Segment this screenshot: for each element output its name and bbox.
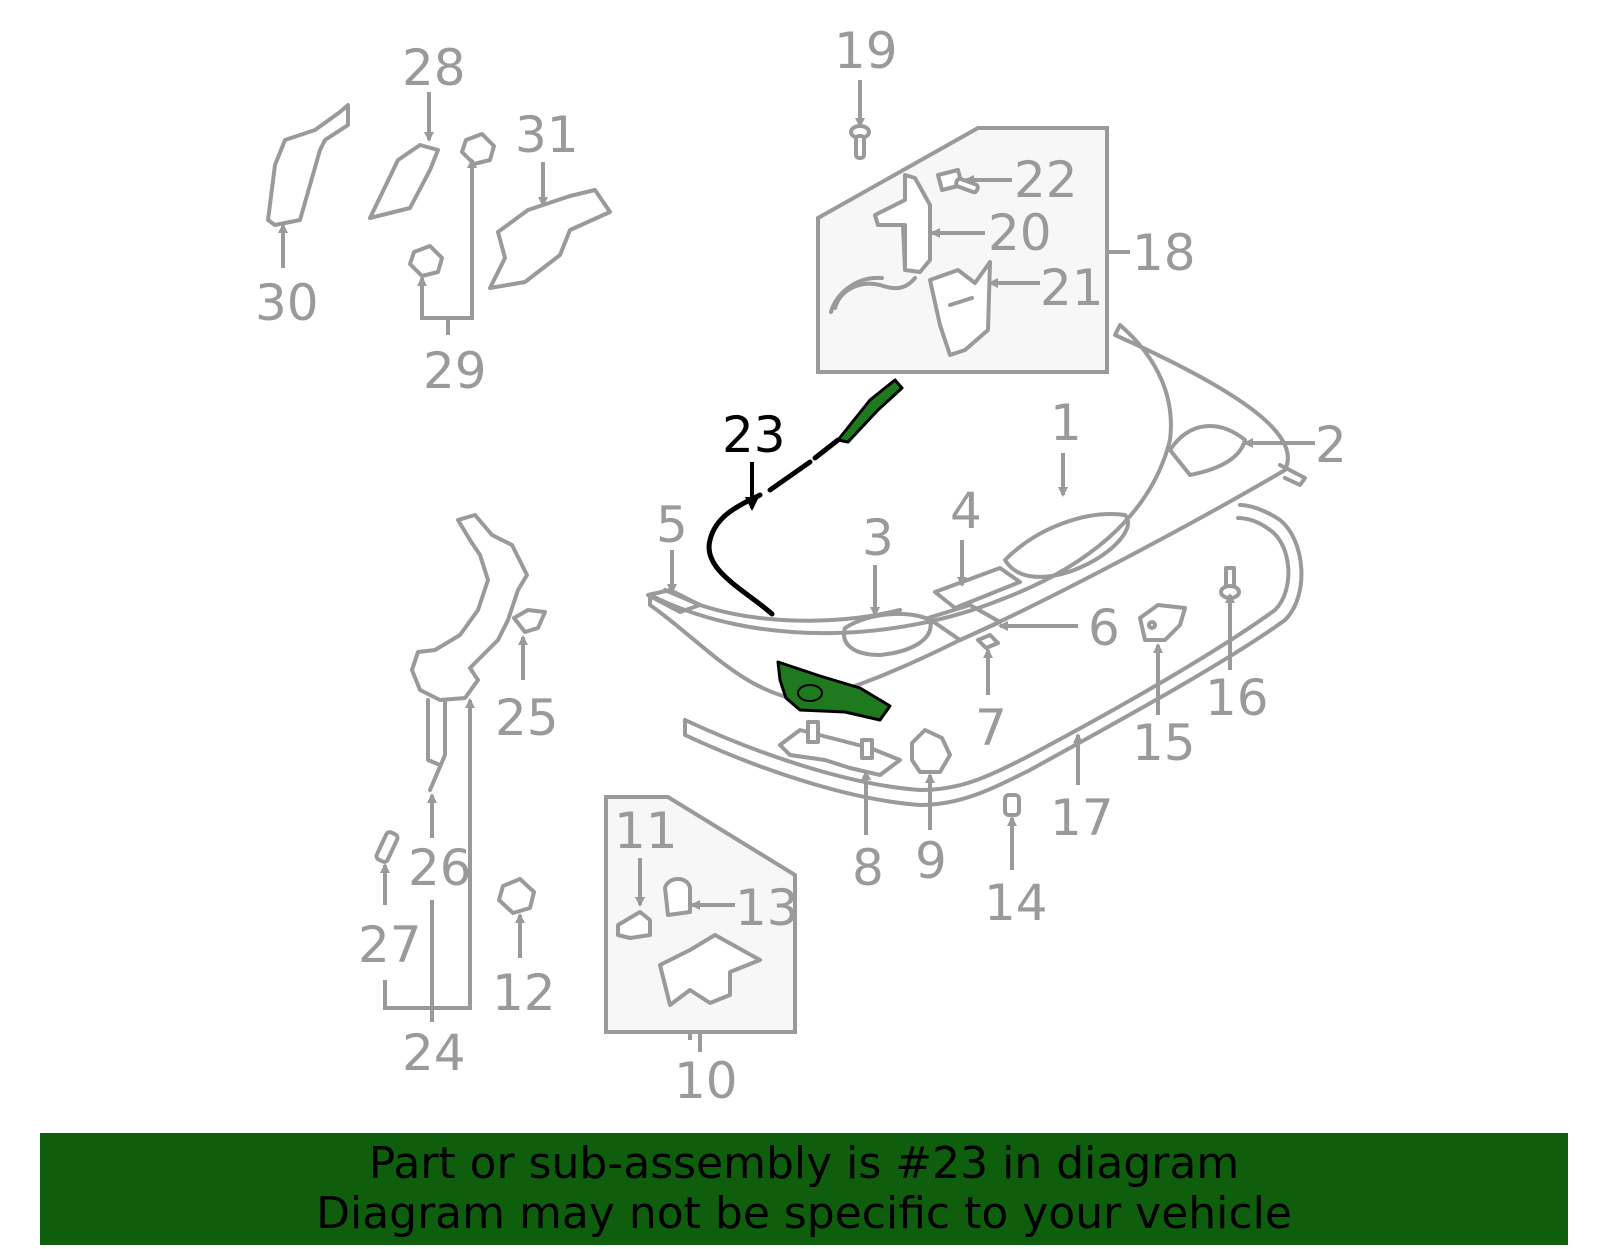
assembly-box-18 bbox=[816, 126, 1130, 374]
callout-27: 27 bbox=[358, 916, 422, 974]
part-16-screw bbox=[1219, 566, 1241, 600]
part-3-pad bbox=[842, 611, 933, 657]
leader-lines bbox=[278, 80, 1315, 1040]
part-5-strip bbox=[646, 588, 702, 614]
part-31-trim bbox=[488, 188, 612, 290]
callout-21: 21 bbox=[1040, 259, 1104, 317]
callout-18: 18 bbox=[1132, 224, 1196, 282]
part-10-bracket bbox=[658, 933, 762, 1007]
callout-17: 17 bbox=[1050, 789, 1114, 847]
part-22-bolt bbox=[936, 168, 980, 195]
callout-20: 20 bbox=[988, 204, 1052, 262]
part-30-bracket bbox=[266, 103, 350, 227]
part-29-cap-lower bbox=[408, 244, 444, 278]
callout-22: 22 bbox=[1014, 151, 1078, 209]
part-17-weatherstrip bbox=[683, 503, 1304, 807]
callout-12: 12 bbox=[492, 964, 556, 1022]
info-banner: Part or sub-assembly is #23 in diagram D… bbox=[40, 1133, 1568, 1245]
callout-8: 8 bbox=[852, 839, 884, 897]
callout-3: 3 bbox=[862, 509, 894, 567]
part-24-hinge bbox=[410, 513, 529, 792]
part-23-release-cable bbox=[706, 378, 904, 617]
callout-14: 14 bbox=[984, 874, 1048, 932]
callout-9: 9 bbox=[915, 832, 947, 890]
part-15-bracket bbox=[1138, 603, 1187, 642]
callout-labels: 1 2 3 4 5 6 7 8 9 10 11 12 13 14 15 16 1… bbox=[255, 22, 1347, 1110]
part-19-bolt bbox=[849, 124, 871, 160]
callout-1: 1 bbox=[1050, 394, 1082, 452]
part-28-cover bbox=[368, 143, 440, 220]
callout-16: 16 bbox=[1205, 669, 1269, 727]
callout-23: 23 bbox=[722, 406, 786, 464]
part-29-cap-upper bbox=[460, 132, 496, 166]
part-25-clip bbox=[512, 608, 547, 634]
callout-5: 5 bbox=[656, 496, 688, 554]
part-14-pin bbox=[1003, 793, 1021, 817]
banner-line-1: Part or sub-assembly is #23 in diagram bbox=[368, 1138, 1240, 1189]
part-13-bumper bbox=[663, 877, 692, 917]
callout-7: 7 bbox=[975, 699, 1007, 757]
callout-10: 10 bbox=[674, 1052, 738, 1110]
callout-29: 29 bbox=[423, 342, 487, 400]
callout-26: 26 bbox=[408, 839, 472, 897]
part-4-pad bbox=[933, 566, 1022, 610]
callout-31: 31 bbox=[515, 106, 579, 164]
callout-19: 19 bbox=[834, 22, 898, 80]
callout-24: 24 bbox=[402, 1024, 466, 1082]
callout-2: 2 bbox=[1315, 416, 1347, 474]
callout-13: 13 bbox=[735, 879, 799, 937]
callout-28: 28 bbox=[402, 39, 466, 97]
callout-25: 25 bbox=[495, 689, 559, 747]
callout-4: 4 bbox=[950, 482, 982, 540]
part-23-release-handle bbox=[776, 660, 892, 722]
part-12-cap bbox=[497, 877, 536, 915]
callout-15: 15 bbox=[1132, 714, 1196, 772]
part-9-clip bbox=[910, 728, 952, 774]
part-27-pin bbox=[374, 830, 400, 864]
banner-line-2: Diagram may not be specific to your vehi… bbox=[316, 1188, 1292, 1239]
part-21-bracket bbox=[928, 260, 992, 357]
callout-30: 30 bbox=[255, 274, 319, 332]
part-11-bolt bbox=[616, 910, 652, 940]
callout-11: 11 bbox=[614, 802, 678, 860]
assembly-box-10 bbox=[604, 795, 797, 1052]
callout-6: 6 bbox=[1088, 599, 1120, 657]
part-7-clip bbox=[976, 633, 1000, 650]
part-20-bracket bbox=[829, 173, 932, 314]
part-8-bracket bbox=[778, 720, 902, 777]
